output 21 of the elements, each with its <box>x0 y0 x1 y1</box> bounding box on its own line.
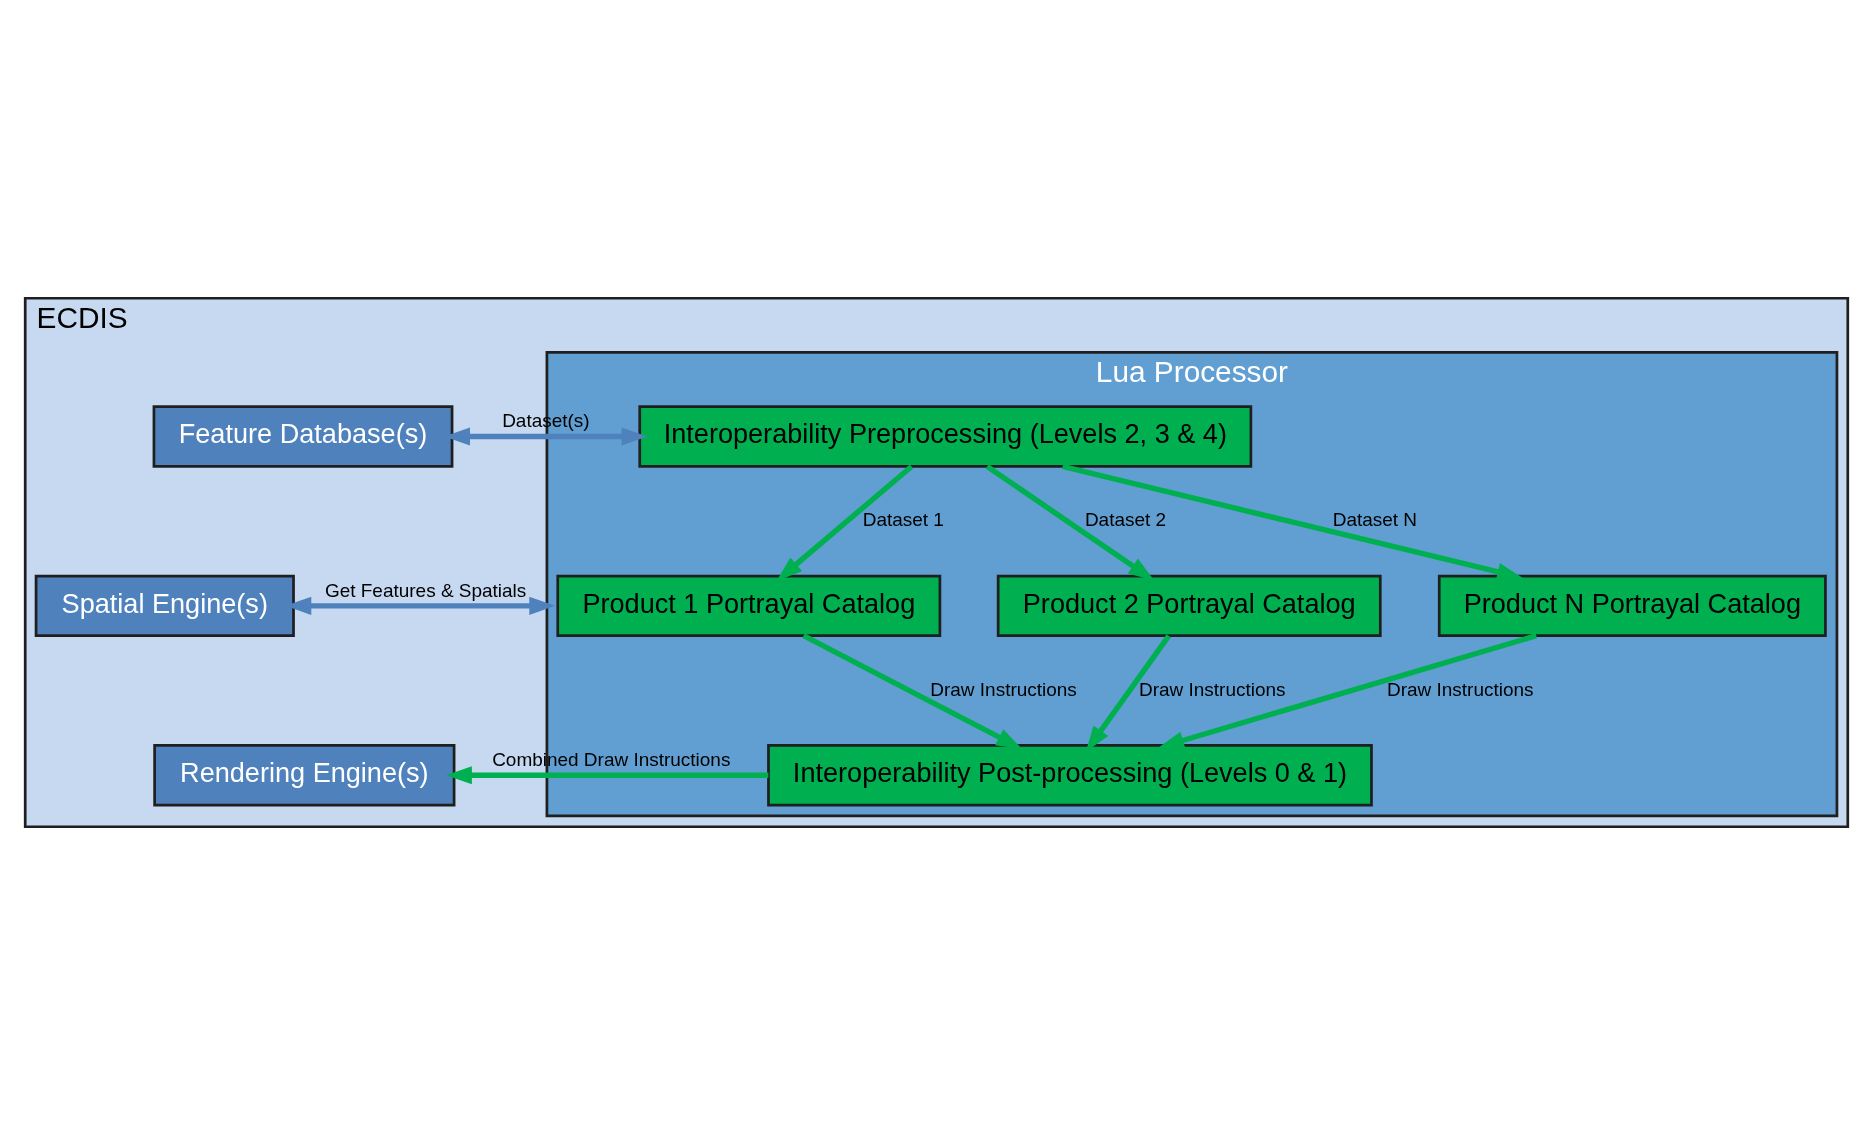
edge-label: Get Features & Spatials <box>324 579 527 601</box>
node-box: Interoperability Preprocessing (Levels 2, 3 & 4) <box>638 404 1253 468</box>
edge-label: Draw Instructions <box>930 678 1077 700</box>
edge-label: Draw Instructions <box>1386 678 1534 700</box>
node-box: Interoperability Post-processing (Levels 0 & 1) <box>767 743 1373 806</box>
node-box: Product N Portrayal Catalog <box>1437 574 1827 637</box>
node-box: Product 2 Portrayal Catalog <box>996 574 1382 637</box>
node-box: Product 1 Portrayal Catalog <box>556 574 942 637</box>
edge-label: Dataset 1 <box>862 508 944 530</box>
node-box: Rendering Engine(s) <box>153 743 456 806</box>
arrow <box>802 632 1023 749</box>
arrow <box>1062 463 1523 581</box>
node-box: Spatial Engine(s) <box>34 574 295 637</box>
edge-label: Dataset 2 <box>1084 508 1167 530</box>
arrow <box>446 765 769 784</box>
edge-label: Draw Instructions <box>1138 678 1286 700</box>
arrow <box>1158 632 1538 749</box>
edge-label: Dataset N <box>1332 508 1418 530</box>
node-box: Feature Database(s) <box>152 404 454 468</box>
arrow <box>985 463 1155 581</box>
arrow <box>776 463 914 581</box>
